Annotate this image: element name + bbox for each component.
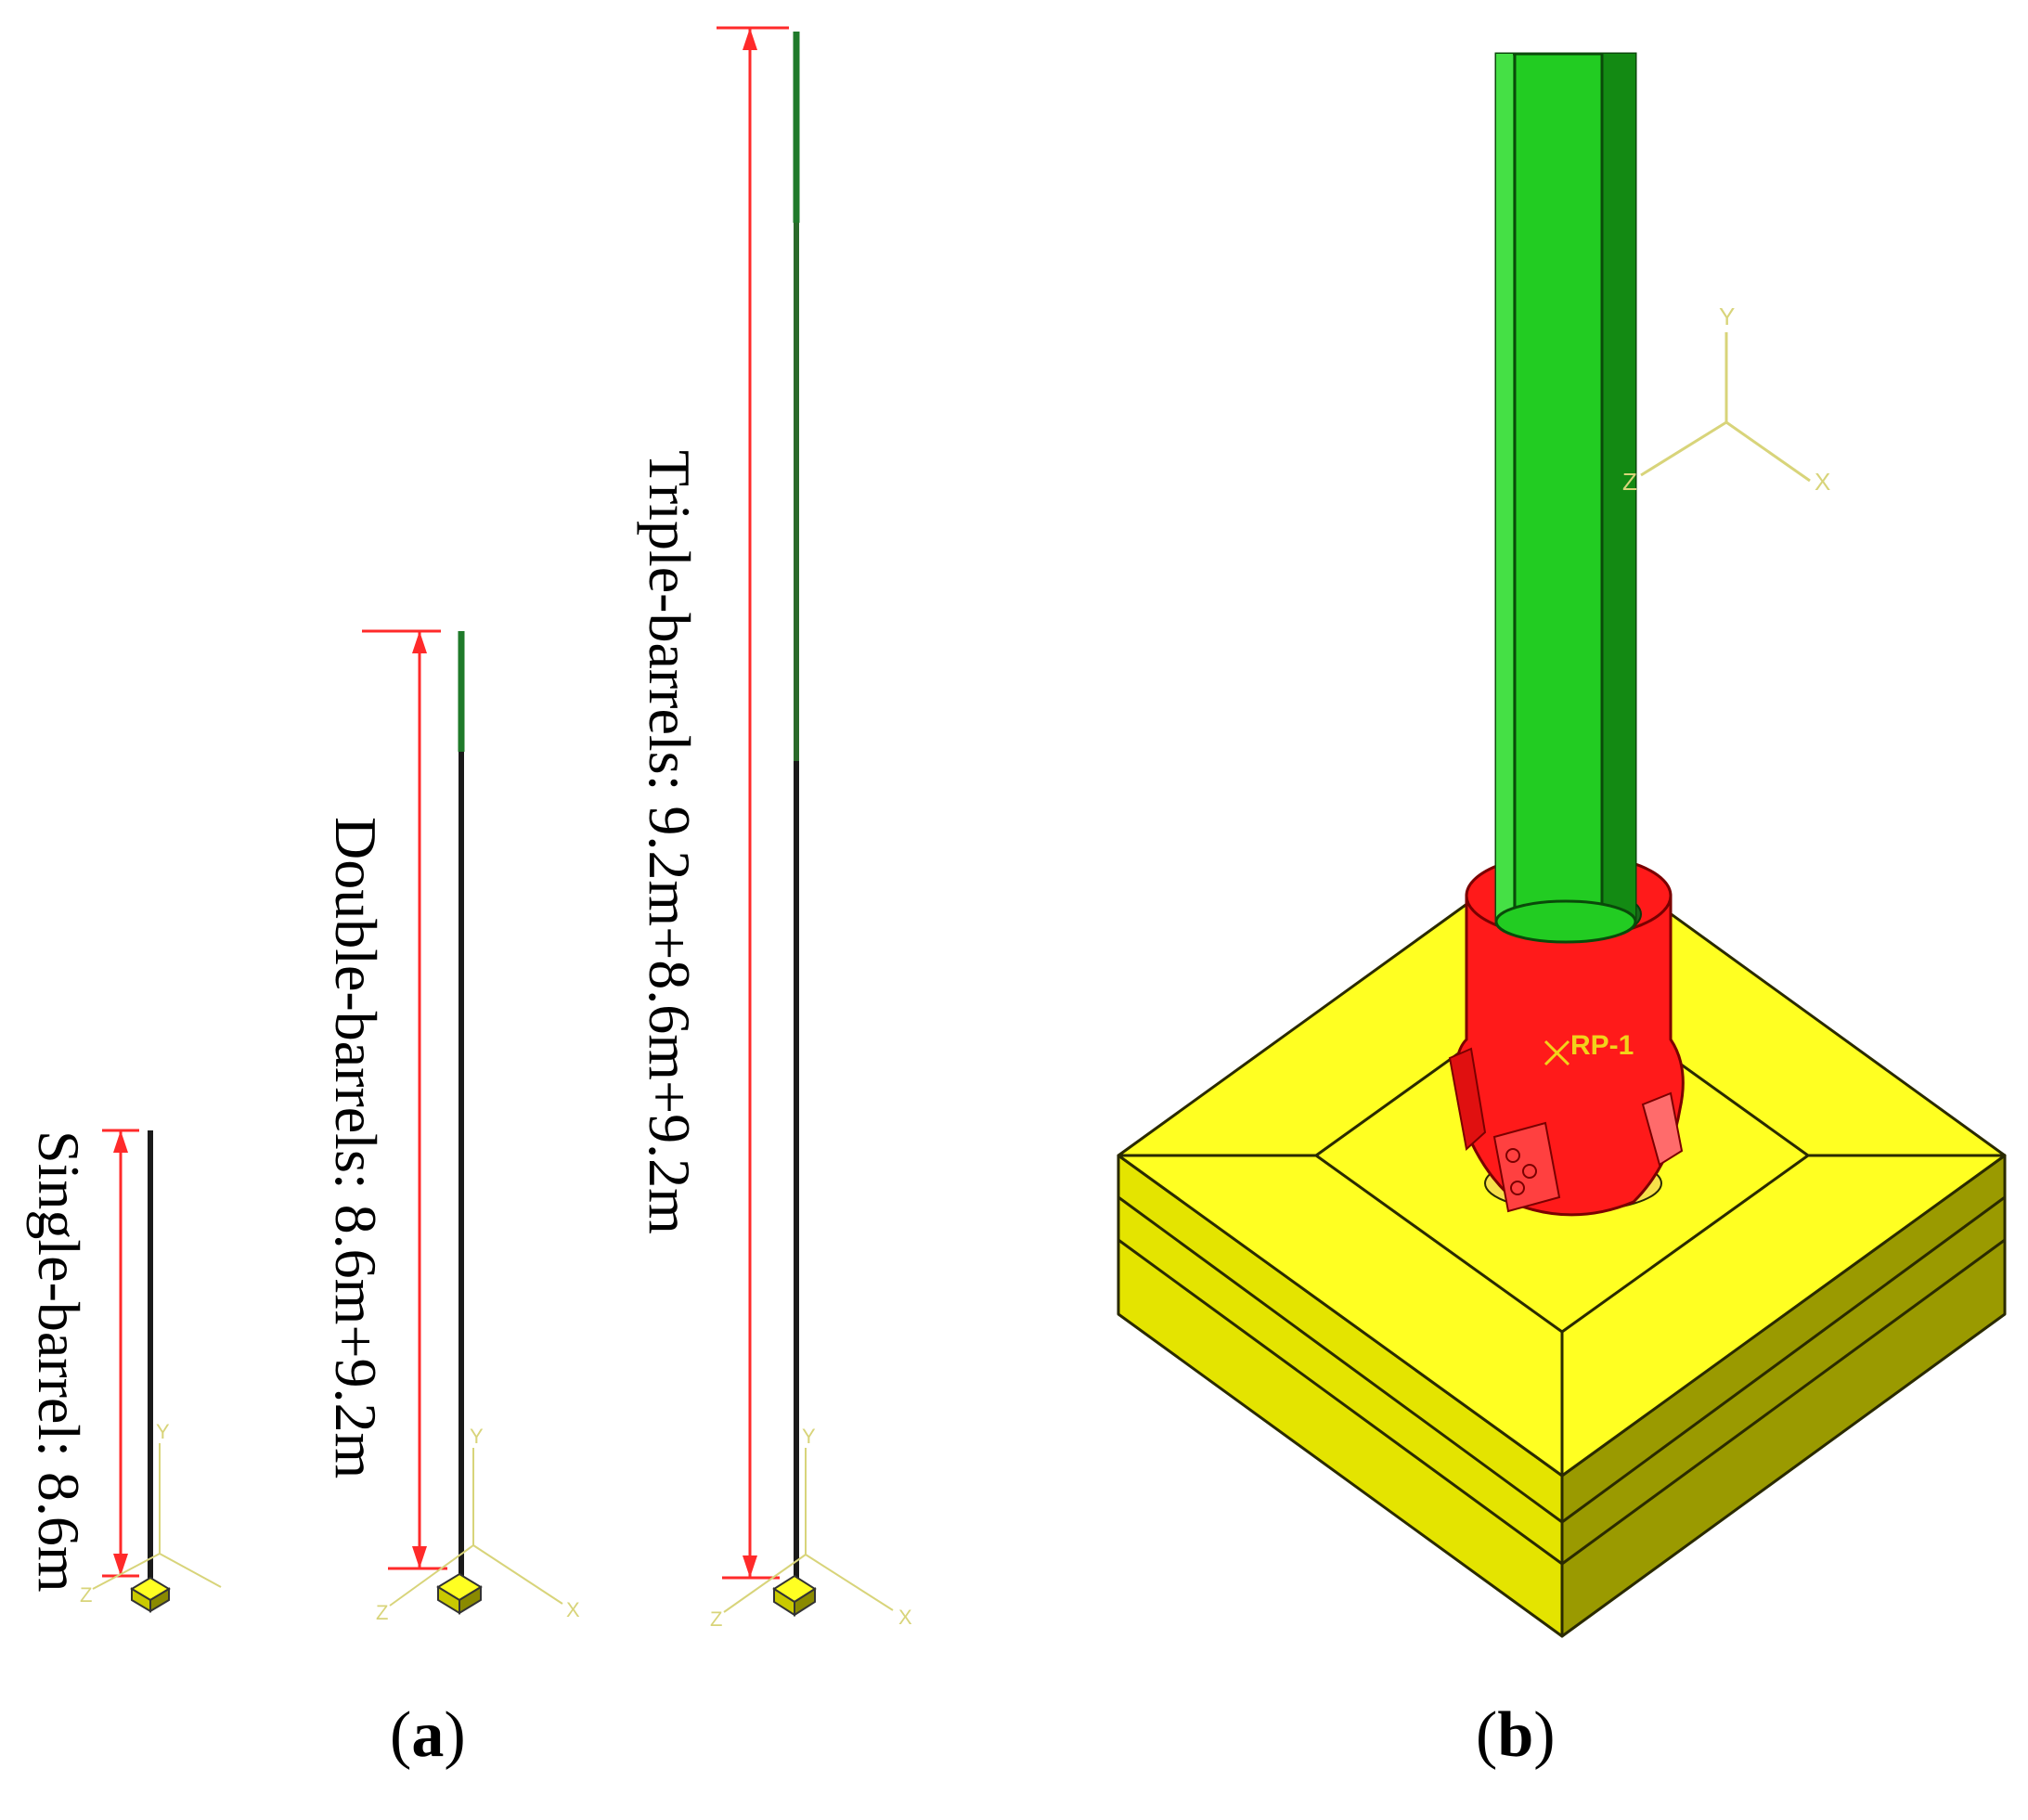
dimension-arrow-bottom-triple — [743, 1555, 757, 1578]
model-double-barrels: Y X Z Double-barrels: 8.6m+9.2m — [323, 629, 580, 1624]
panel-label-b-letter: b — [1497, 1699, 1534, 1771]
model-triple-barrels: Y X Z Triple-barrels: 9.2m+8.6m+9.2m — [637, 26, 912, 1631]
panel-b: RP-1 Y X Z — [1117, 52, 2007, 1638]
axis-label-y-double: Y — [470, 1425, 484, 1448]
axis-label-z-triple: Z — [710, 1607, 722, 1631]
block-layer-line-left-2 — [1117, 1238, 1563, 1566]
block-layer-line-right-2 — [1561, 1238, 2006, 1566]
base-block-triple — [772, 1574, 817, 1617]
axis-label-z: Z — [1622, 468, 1637, 496]
bit-body — [1454, 894, 1685, 1217]
base-block-single — [130, 1576, 171, 1613]
dimension-arrow-top-double — [412, 631, 427, 653]
bit-blade-right — [1641, 1091, 1684, 1167]
dimension-arrow-bottom-single — [113, 1554, 128, 1576]
bit-cutter-2 — [1522, 1164, 1537, 1179]
dimension-label-single: Single-barrel: 8.6m — [26, 1130, 92, 1593]
panel-label-b: (b) — [1476, 1698, 1556, 1773]
panel-label-a-close: ) — [444, 1699, 466, 1771]
panel-label-a-letter: a — [411, 1699, 445, 1771]
axis-triad — [1640, 332, 1811, 483]
axis-label-x-triple: X — [898, 1606, 912, 1629]
model-single-barrel: Y Z Single-barrel: 8.6m — [26, 1129, 222, 1613]
block-layer-line-left — [1117, 1195, 1563, 1524]
bit-cutter-1 — [1505, 1148, 1520, 1163]
panel-label-a-open: ( — [390, 1699, 412, 1771]
axis-label-z-single: Z — [80, 1583, 92, 1607]
pipe-shade-left — [1496, 54, 1513, 922]
axis-label-x: X — [1815, 468, 1830, 496]
dimension-label-double: Double-barrels: 8.6m+9.2m — [323, 817, 389, 1478]
axis-label-x-double: X — [566, 1598, 580, 1621]
drill-pipe — [1494, 52, 1637, 944]
base-block-double — [436, 1572, 483, 1615]
axis-label-y: Y — [1719, 303, 1735, 330]
bit-cutter-3 — [1510, 1181, 1525, 1195]
panel-a: Y Z Single-barrel: 8.6m Y X — [26, 26, 912, 1631]
panel-label-b-open: ( — [1476, 1699, 1498, 1771]
pipe-bottom-edge — [1494, 899, 1637, 944]
dimension-arrow-top-triple — [743, 28, 757, 50]
axis-label-y-single: Y — [156, 1420, 170, 1443]
block-layer-line-right — [1561, 1195, 2006, 1524]
bit-blade-left — [1448, 1047, 1487, 1151]
axis-label-z-double: Z — [376, 1601, 388, 1624]
pipe-shade-right — [1602, 54, 1635, 922]
axis-triad-single — [92, 1443, 222, 1590]
dimension-arrow-bottom-double — [412, 1546, 427, 1568]
dimension-arrow-top-single — [113, 1130, 128, 1153]
panel-label-a: (a) — [390, 1698, 466, 1773]
axis-triad-triple — [723, 1448, 894, 1613]
axis-triad-double — [389, 1448, 563, 1607]
dimension-label-triple: Triple-barrels: 9.2m+8.6m+9.2m — [637, 450, 703, 1234]
reference-point-label: RP-1 — [1570, 1030, 1634, 1061]
reference-point-marker — [1544, 1039, 1570, 1066]
axis-label-y-triple: Y — [802, 1425, 816, 1448]
panel-label-b-close: ) — [1533, 1699, 1556, 1771]
